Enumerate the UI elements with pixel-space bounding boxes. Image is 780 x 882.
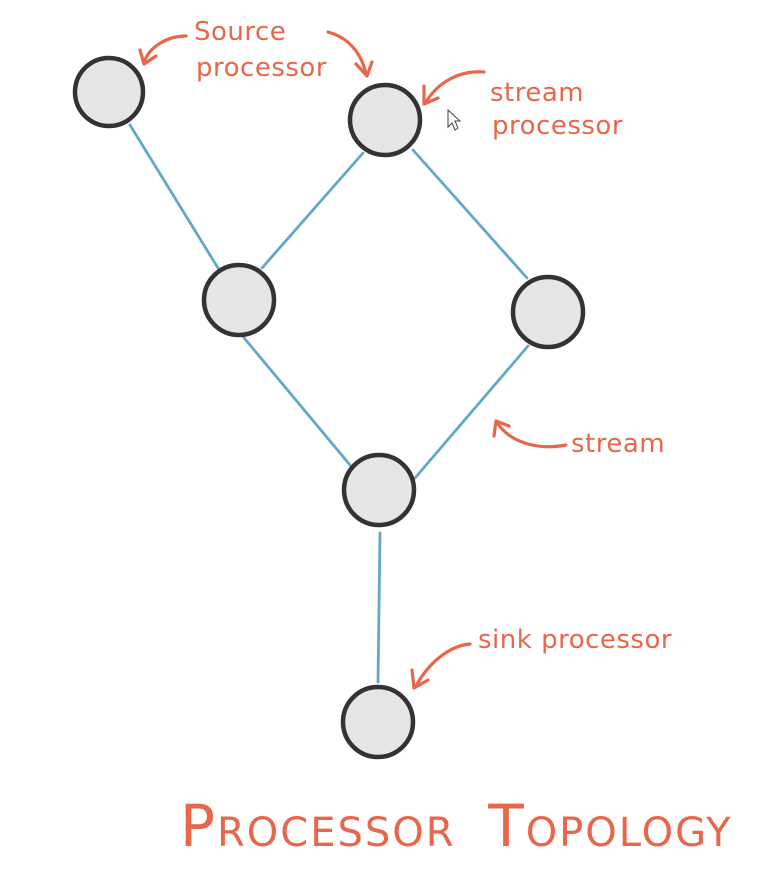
stream-processor-label-line1: stream: [490, 78, 584, 108]
title-word1-rest: ROCESSOR: [217, 810, 456, 856]
edge-middle-right-to-merge: [413, 344, 530, 480]
sink-processor-node: [340, 684, 416, 760]
mouse-cursor-icon: [447, 108, 462, 131]
annotation-arrows: [138, 30, 568, 690]
stream-processor-arrow-right: [422, 70, 486, 106]
title-word2-initial-spacer: [474, 810, 489, 856]
diagram-title-text: PROCESSOR TOPOLOGY: [180, 792, 733, 860]
middle-right-processor-node: [510, 274, 586, 350]
source-arrow: [138, 34, 188, 66]
title-word1-initial: P: [180, 792, 217, 860]
merge-processor-node: [341, 452, 417, 528]
sink-arrow: [410, 642, 472, 690]
edge-source-to-middle-left: [128, 123, 220, 270]
edges: [128, 123, 530, 684]
edge-stream-processor-to-middle-right: [411, 148, 529, 280]
source-processor-label-line1: Source: [194, 17, 286, 47]
stream-processor-arrow-upper: [326, 30, 374, 78]
stream-processor-label-line2: processor: [492, 111, 623, 141]
stream-arrow: [492, 419, 568, 449]
nodes: [72, 55, 586, 760]
edge-merge-to-sink: [376, 531, 382, 684]
title-word2-rest: OPOLOGY: [526, 810, 733, 856]
source-processor-label-line2: processor: [196, 53, 327, 83]
source-processor-node: [72, 55, 146, 129]
title-word2-initial: T: [487, 792, 525, 860]
sink-processor-label: sink processor: [478, 625, 672, 655]
diagram-title: PROCESSOR TOPOLOGY: [180, 792, 733, 860]
middle-left-processor-node: [201, 262, 277, 338]
stream-label: stream: [571, 429, 665, 459]
edge-middle-left-to-merge: [238, 331, 352, 467]
annotation-labels: Source processor stream processor stream…: [194, 17, 672, 655]
edge-stream-processor-to-middle-left: [260, 151, 365, 270]
stream-processor-node: [347, 82, 423, 158]
